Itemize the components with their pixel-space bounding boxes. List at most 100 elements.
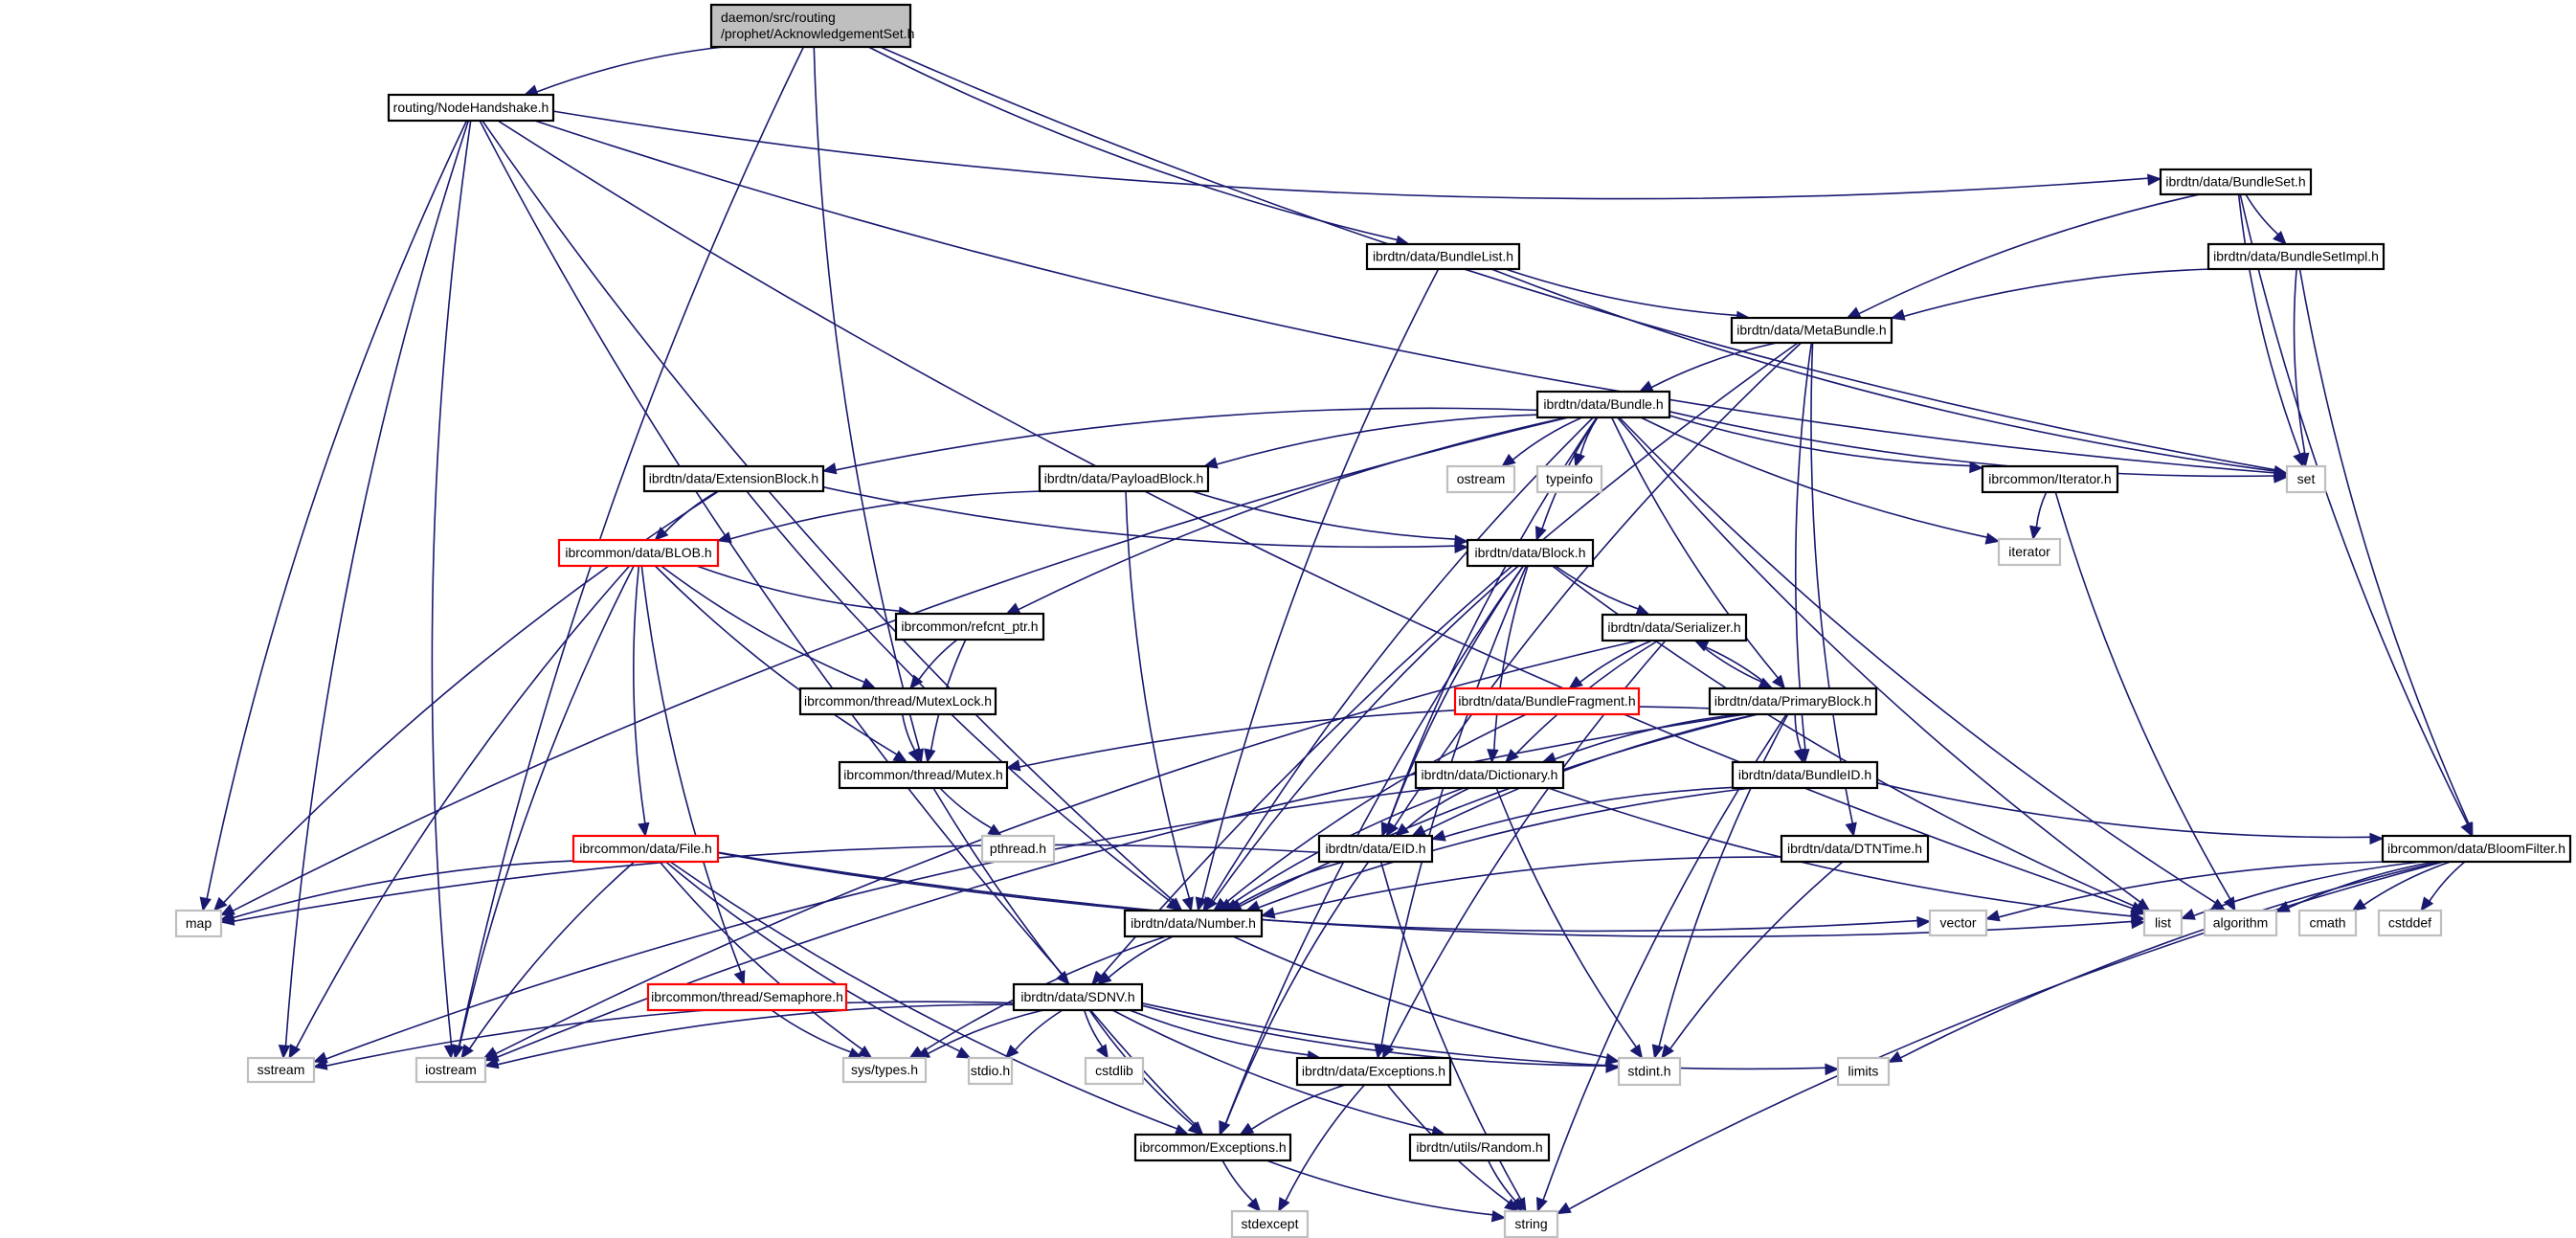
edge-line <box>1444 786 1734 838</box>
edge-line <box>497 1003 1015 1066</box>
edge-line <box>482 120 1175 902</box>
node-iostream: iostream <box>414 1056 487 1084</box>
node-box <box>2203 909 2278 937</box>
node-refcnt[interactable]: ibrcommon/refcnt_ptr.h <box>894 612 1045 642</box>
edge-line <box>1669 415 1971 467</box>
edge-block-to-dictionary <box>1487 565 1529 764</box>
edge-line <box>654 565 898 755</box>
node-label: ibrdtn/data/Block.h <box>1475 545 1586 560</box>
node-list: list <box>2142 909 2184 937</box>
node-bundlesetimpl[interactable]: ibrdtn/data/BundleSetImpl.h <box>2206 242 2386 271</box>
arrowhead-icon <box>821 462 838 475</box>
edge-line <box>468 861 636 1049</box>
node-label: ibrdtn/data/BundleList.h <box>1373 249 1513 264</box>
arrowhead-icon <box>2131 916 2146 930</box>
node-label: ibrdtn/data/ExtensionBlock.h <box>649 471 818 486</box>
node-bundle[interactable]: ibrdtn/data/Bundle.h <box>1535 390 1671 419</box>
node-box <box>1123 909 1264 938</box>
edge-bundle-to-extensionblock <box>821 407 1538 475</box>
arrowhead-icon <box>1556 1202 1572 1215</box>
node-label: ibrdtn/data/BundleSet.h <box>2165 174 2305 190</box>
node-exceptions_data[interactable]: ibrdtn/data/Exceptions.h <box>1295 1056 1452 1087</box>
arrowhead-icon <box>2274 471 2289 484</box>
edge-bundlesetimpl-to-metabundle <box>1890 268 2215 321</box>
edge-line <box>2237 193 2301 455</box>
edge-line <box>1658 713 1789 1047</box>
node-map: map <box>174 909 223 938</box>
edge-line <box>1201 268 1440 900</box>
edge-line <box>669 861 1178 1130</box>
edge-iterator_h-to-iterator <box>2029 491 2048 541</box>
node-mutex[interactable]: ibrcommon/thread/Mutex.h <box>838 760 1009 790</box>
node-string: string <box>1503 1209 1559 1238</box>
node-bundleid[interactable]: ibrdtn/data/BundleID.h <box>1731 760 1879 790</box>
arrowhead-icon <box>1890 308 1906 321</box>
edge-line <box>928 1009 1044 1055</box>
edge-bundleset-to-metabundle <box>1846 193 2201 319</box>
node-label: ibrcommon/data/File.h <box>579 841 712 856</box>
edge-line <box>1191 490 1456 541</box>
node-payloadblock[interactable]: ibrdtn/data/PayloadBlock.h <box>1038 464 1210 493</box>
arrowhead-icon <box>1187 1121 1202 1136</box>
node-exceptions_common[interactable]: ibrcommon/Exceptions.h <box>1133 1133 1292 1162</box>
arrowhead-icon <box>1574 452 1585 468</box>
node-label: ostream <box>1457 471 1506 486</box>
node-label: routing/NodeHandshake.h <box>393 100 549 115</box>
arrowhead-icon <box>1454 534 1469 547</box>
node-blob[interactable]: ibrcommon/data/BLOB.h <box>557 538 720 568</box>
node-label: ibrdtn/utils/Random.h <box>1416 1139 1542 1155</box>
edge-line <box>1100 342 1799 977</box>
edge-line <box>284 120 470 1047</box>
node-bundlefragment[interactable]: ibrdtn/data/BundleFragment.h <box>1453 687 1641 716</box>
edge-line <box>2193 861 2423 917</box>
node-semaphore[interactable]: ibrcommon/thread/Semaphore.h <box>646 982 848 1012</box>
node-box <box>2206 242 2386 271</box>
edge-bundle-to-ostream <box>1501 416 1583 467</box>
node-dictionary[interactable]: ibrdtn/data/Dictionary.h <box>1414 760 1565 790</box>
node-eid[interactable]: ibrdtn/data/EID.h <box>1317 834 1434 864</box>
arrowhead-icon <box>1095 1044 1109 1060</box>
edge-line <box>1380 565 1528 1047</box>
edge-nodehandshake-to-map <box>199 120 468 912</box>
node-extensionblock[interactable]: ibrdtn/data/ExtensionBlock.h <box>642 464 825 493</box>
edge-sdnv-to-iostream <box>483 1003 1015 1069</box>
node-bundleset[interactable]: ibrdtn/data/BundleSet.h <box>2159 168 2313 196</box>
edge-line <box>1273 856 1782 915</box>
node-mutexlock[interactable]: ibrcommon/thread/MutexLock.h <box>798 687 997 716</box>
edge-line <box>233 844 1320 922</box>
node-bloomfilter[interactable]: ibrcommon/data/BloomFilter.h <box>2381 834 2572 864</box>
edge-line <box>2363 861 2452 906</box>
edge-nodehandshake-to-number <box>482 120 1183 912</box>
node-block[interactable]: ibrdtn/data/Block.h <box>1466 538 1595 568</box>
node-dtntime[interactable]: ibrdtn/data/DTNTime.h <box>1780 834 1930 864</box>
node-number[interactable]: ibrdtn/data/Number.h <box>1123 909 1264 938</box>
node-nodehandshake[interactable]: routing/NodeHandshake.h <box>387 93 555 123</box>
node-box <box>414 1056 487 1084</box>
arrowhead-icon <box>1825 1063 1840 1076</box>
node-box <box>571 834 720 864</box>
node-label: list <box>2155 915 2171 931</box>
node-iterator_h[interactable]: ibrcommon/Iterator.h <box>1981 464 2119 494</box>
node-metabundle[interactable]: ibrdtn/data/MetaBundle.h <box>1730 316 1893 345</box>
edge-block-to-number <box>1204 565 1519 912</box>
edge-primaryblock-to-bundleid <box>1793 713 1805 764</box>
node-label: ibrdtn/data/PrimaryBlock.h <box>1714 693 1871 709</box>
node-label: ibrcommon/thread/Semaphore.h <box>651 989 843 1004</box>
node-box <box>2159 168 2313 196</box>
edge-bundle-to-set <box>1669 411 2289 484</box>
node-cmath: cmath <box>2297 909 2358 937</box>
edge-blob-to-semaphore <box>640 565 746 986</box>
node-primaryblock[interactable]: ibrdtn/data/PrimaryBlock.h <box>1708 687 1878 716</box>
node-serializer[interactable]: ibrdtn/data/Serializer.h <box>1601 613 1748 642</box>
node-root[interactable]: daemon/src/routing/prophet/Acknowledgeme… <box>709 3 914 49</box>
edge-mutexlock-to-mutex <box>901 713 920 764</box>
node-file[interactable]: ibrcommon/data/File.h <box>571 834 720 864</box>
edge-line <box>1669 411 2275 478</box>
edge-line <box>1794 713 1802 751</box>
edge-line <box>1810 342 1854 824</box>
node-random[interactable]: ibrdtn/utils/Random.h <box>1408 1133 1551 1162</box>
node-sdnv[interactable]: ibrdtn/data/SDNV.h <box>1012 982 1144 1012</box>
edge-file-to-list <box>717 851 2146 938</box>
node-bundlelist[interactable]: ibrdtn/data/BundleList.h <box>1365 242 1521 271</box>
edge-line <box>1250 1084 1346 1131</box>
